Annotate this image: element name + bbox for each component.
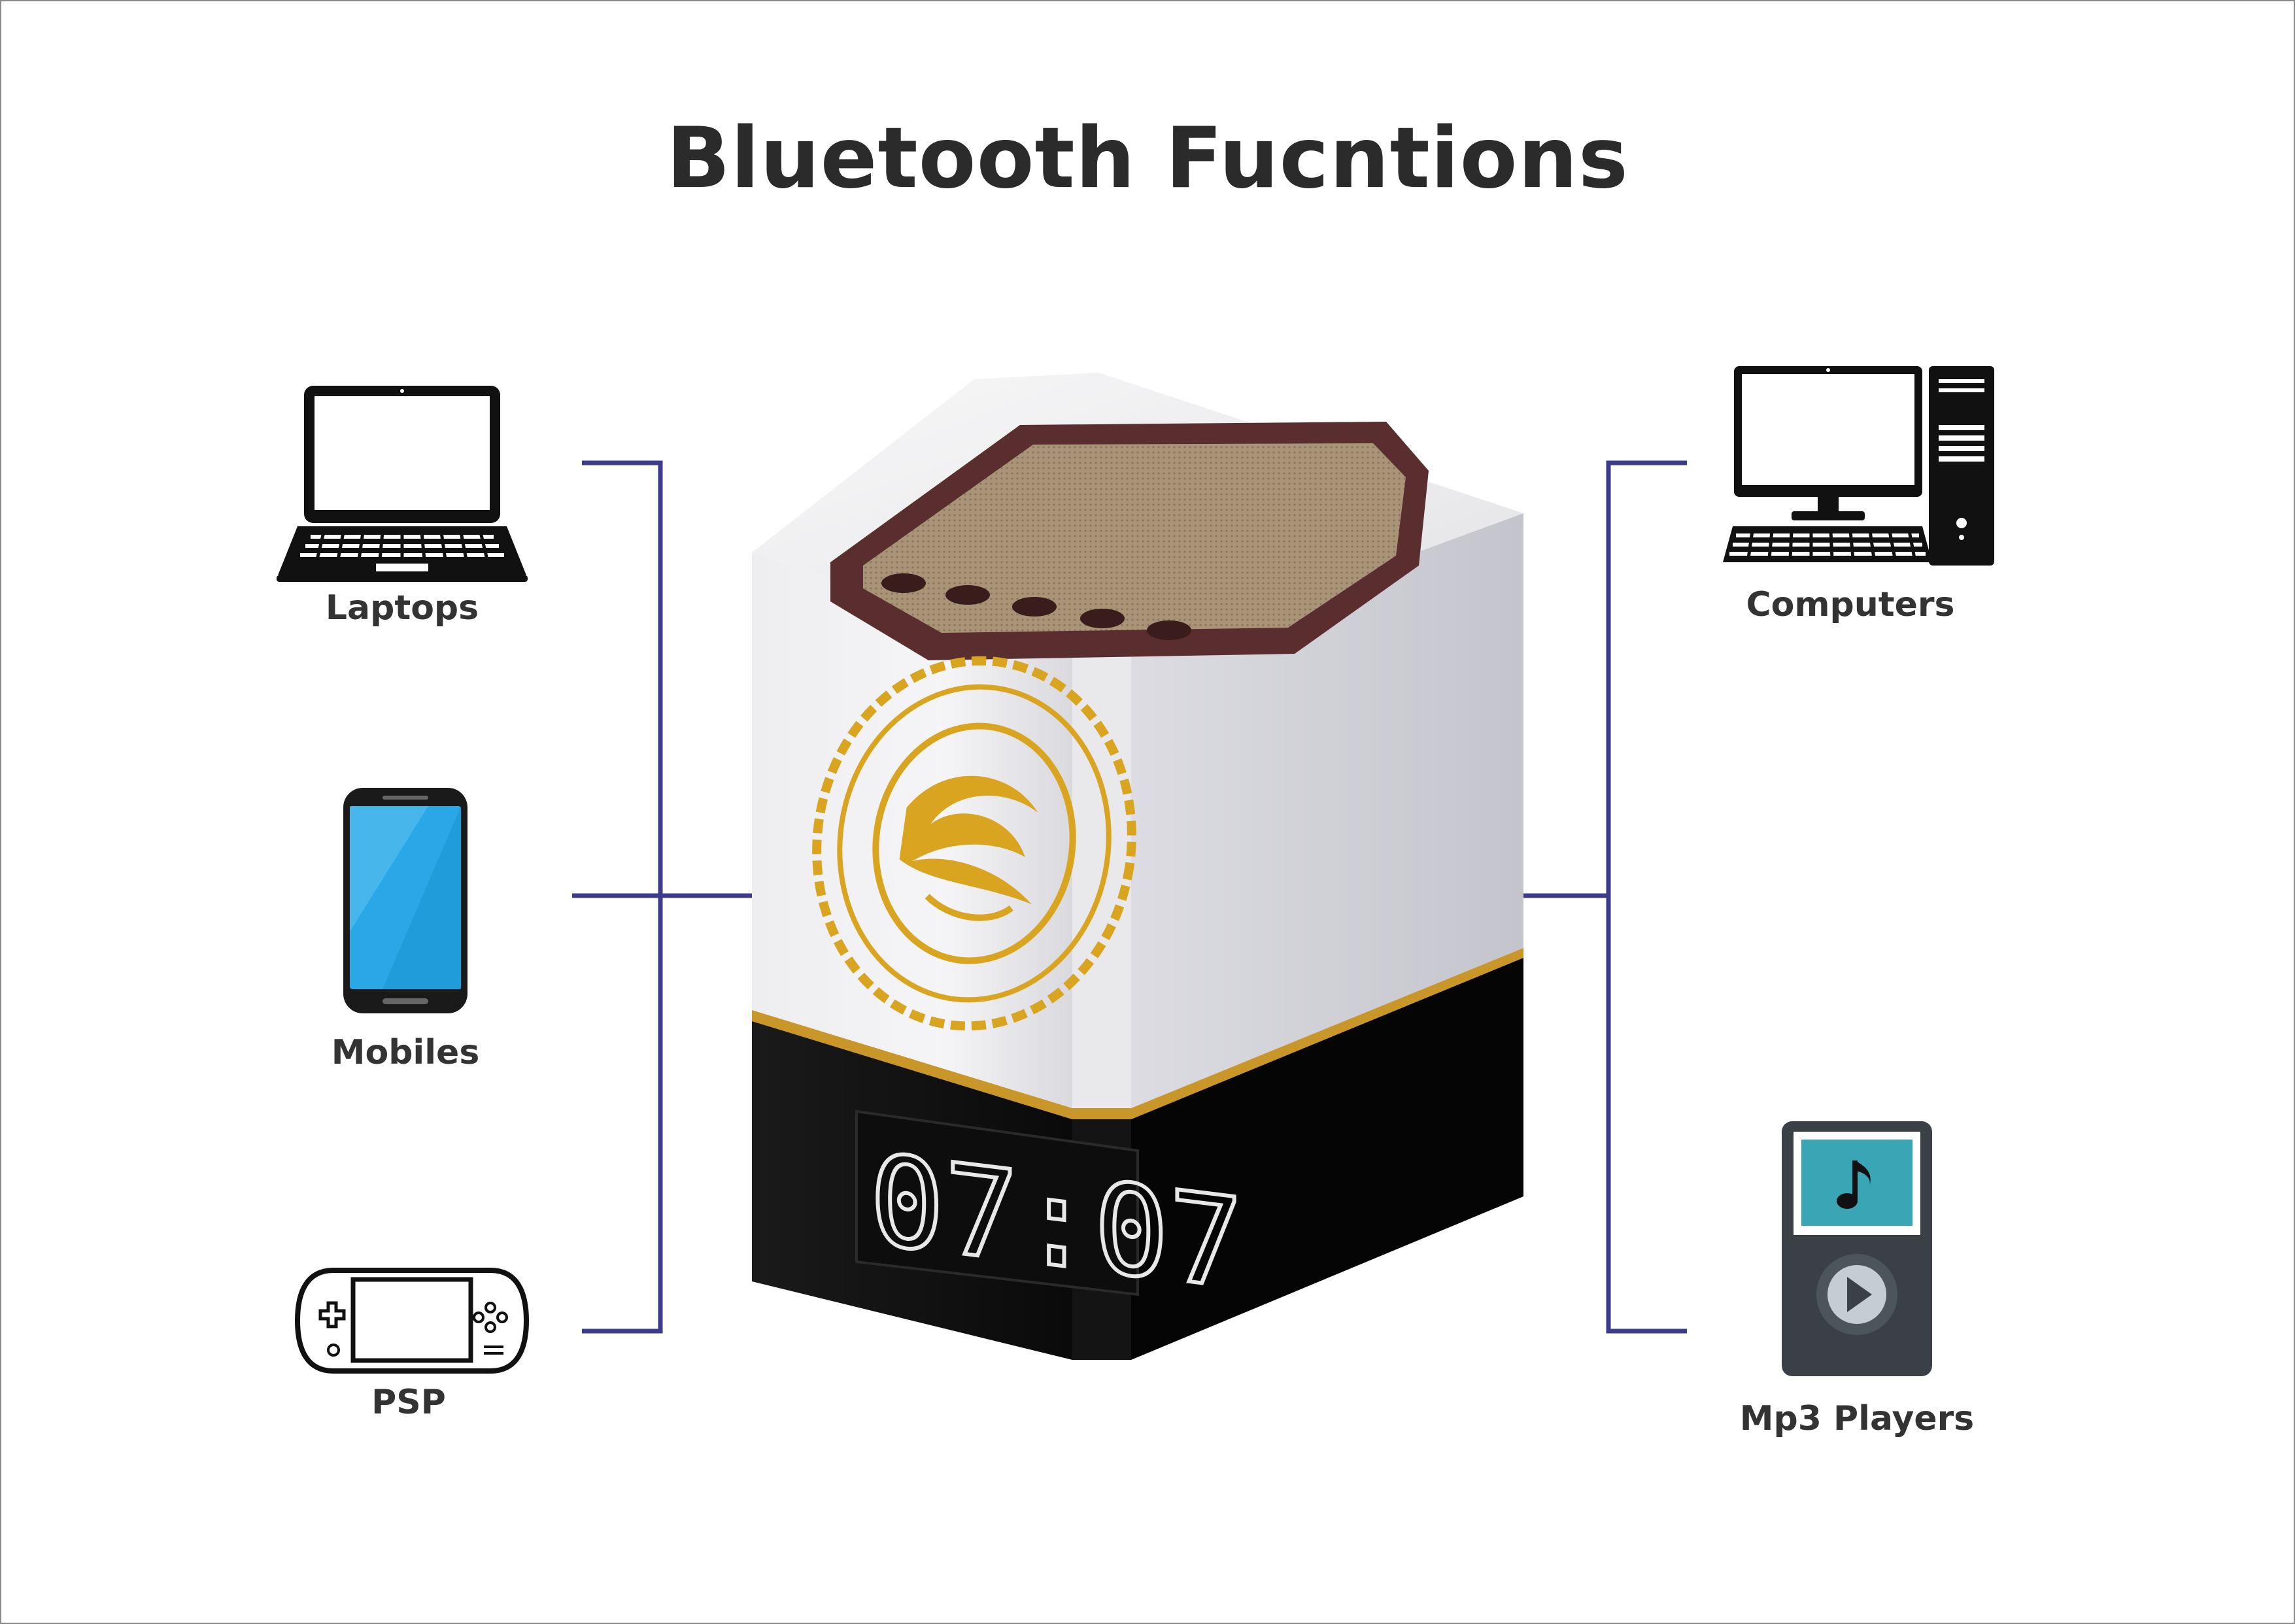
device-label-mobiles: Mobiles	[331, 1033, 480, 1072]
previous-icon[interactable]	[1012, 597, 1057, 617]
clock-display-panel	[855, 1109, 1139, 1296]
smartphone-icon	[343, 788, 468, 1013]
device-label-laptops: Laptops	[325, 588, 479, 628]
device-mobiles: Mobiles	[281, 788, 530, 1082]
desktop-computer-icon	[1723, 366, 1994, 566]
mode-icon[interactable]	[881, 573, 926, 593]
next-icon[interactable]	[1080, 609, 1125, 628]
speaker-grille	[863, 443, 1406, 633]
speaker-body-side	[1131, 513, 1523, 1108]
gold-trim	[752, 948, 1523, 1119]
quran-speaker-product: 07:07	[752, 373, 1523, 1360]
device-computers: Computers	[1707, 360, 1994, 634]
device-psp: PSP	[281, 1259, 536, 1429]
speaker-buttons	[881, 573, 1191, 640]
device-label-computers: Computers	[1746, 585, 1955, 624]
handheld-console-icon	[294, 1268, 530, 1374]
speaker-base-side	[1131, 958, 1523, 1360]
device-label-mp3-players: Mp3 Players	[1739, 1399, 1975, 1438]
device-label-psp: PSP	[371, 1383, 446, 1422]
t-icon[interactable]	[945, 585, 990, 605]
device-laptops: Laptops	[262, 373, 543, 634]
device-mp3-players: Mp3 Players	[1726, 1118, 1988, 1445]
mp3-player-icon	[1782, 1121, 1932, 1376]
laptop-icon	[277, 386, 528, 582]
page-title: Bluetooth Fucntions	[666, 110, 1629, 207]
quran-emblem-icon	[812, 656, 1136, 1031]
right-bracket-line	[1606, 460, 1687, 1334]
m-icon[interactable]	[1147, 620, 1191, 640]
